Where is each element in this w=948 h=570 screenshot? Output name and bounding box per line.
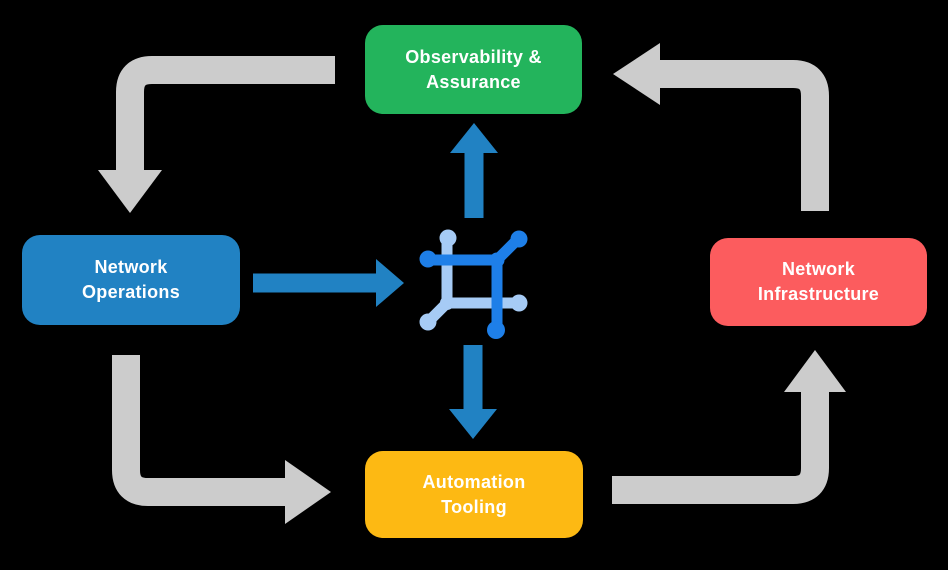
icon-node-bottom (487, 321, 505, 339)
arrow-elbow (612, 390, 829, 504)
node-label-line1: Automation (422, 471, 526, 492)
node-label-line1: Network (781, 259, 856, 279)
arrow-elbow (116, 56, 335, 174)
arrow-icon-to-automation (449, 345, 497, 439)
arrow-operations-to-automation (112, 355, 331, 524)
arrow-automation-to-infrastructure (612, 350, 846, 504)
icon-node-left (419, 250, 437, 268)
arrow-head-down-icon (449, 409, 497, 439)
icon-node-top-right (510, 230, 528, 248)
node-label-line2: Operations (81, 282, 181, 302)
arrow-operations-to-icon (253, 259, 404, 307)
icon-joint-top-right (489, 252, 505, 268)
arrow-elbow (112, 355, 287, 506)
icon-node-top (439, 229, 457, 247)
arrow-head-up-icon (784, 350, 846, 392)
node-label-line2: Assurance (426, 71, 521, 92)
arrow-head-right-icon (376, 259, 404, 307)
node-label-line1: Observability & (405, 46, 542, 67)
network-mesh-light-layer (419, 229, 528, 331)
network-mesh-icon (419, 229, 528, 339)
node-label-line2: Infrastructure (757, 284, 880, 304)
icon-joint-bottom-left (440, 296, 454, 310)
arrow-infrastructure-to-observability (613, 43, 829, 211)
arrow-head-left-icon (613, 43, 660, 105)
node-network-infrastructure: Network Infrastructure (710, 238, 927, 326)
node-label-line2: Tooling (441, 496, 507, 517)
arrow-head-up-icon (450, 123, 498, 153)
node-automation-tooling: Automation Tooling (365, 451, 583, 538)
node-label-line1: Network (94, 257, 168, 277)
node-observability-assurance: Observability & Assurance (365, 25, 582, 114)
arrow-icon-to-observability (450, 123, 498, 218)
arrow-head-down-icon (98, 170, 162, 213)
arrow-head-right-icon (285, 460, 331, 524)
icon-node-bottom-left (419, 313, 437, 331)
network-mesh-dark-layer (419, 230, 528, 339)
arrow-observability-to-operations (98, 56, 335, 213)
icon-node-right (510, 294, 528, 312)
node-network-operations: Network Operations (22, 235, 240, 325)
arrow-elbow (660, 60, 829, 211)
